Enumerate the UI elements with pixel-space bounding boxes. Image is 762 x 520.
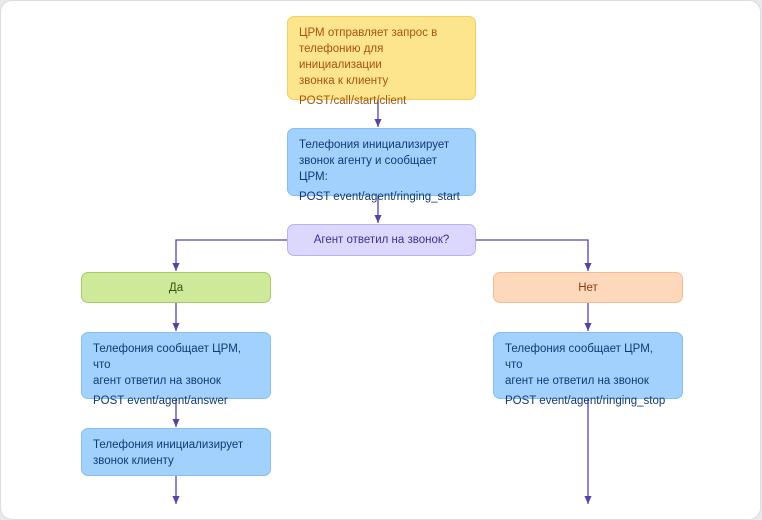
node-text-line: Телефония инициализирует xyxy=(93,439,244,451)
node-text-line: телефонию для инициализации xyxy=(299,43,384,71)
node-text-line: звонок агенту и сообщает ЦРМ: xyxy=(299,155,438,183)
node-endpoint: POST/call/start/client xyxy=(299,95,407,107)
arrow-decision-to-yes xyxy=(172,239,288,271)
node-decision-agent-answered[interactable]: Агент ответил на звонок? xyxy=(287,224,476,256)
decision-label: Агент ответил на звонок? xyxy=(313,234,450,246)
node-init-agent-call[interactable]: Телефония инициализирует звонок агенту и… xyxy=(287,128,476,203)
node-init-client-call[interactable]: Телефония инициализирует звонок клиенту xyxy=(81,428,271,476)
node-text-line: ЦРМ отправляет запрос в xyxy=(299,27,438,39)
node-text-line: Телефония сообщает ЦРМ, что xyxy=(505,343,653,371)
node-crm-request[interactable]: ЦРМ отправляет запрос в телефонию для ин… xyxy=(287,16,476,107)
node-text-line: Телефония инициализирует xyxy=(299,139,450,151)
node-text-line: звонок клиенту xyxy=(93,455,174,467)
node-no[interactable]: Нет xyxy=(493,272,683,303)
node-text-line: агент ответил на звонок xyxy=(93,375,221,387)
yes-label: Да xyxy=(168,281,184,294)
node-agent-answered[interactable]: Телефония сообщает ЦРМ, что агент ответи… xyxy=(81,332,271,407)
node-endpoint: POST event/agent/answer xyxy=(93,395,228,407)
node-yes[interactable]: Да xyxy=(81,272,271,303)
node-text-line: Телефония сообщает ЦРМ, что xyxy=(93,343,241,371)
arrow-decision-to-no xyxy=(476,239,592,271)
node-text-line: звонка к клиенту xyxy=(299,75,389,87)
node-endpoint: POST event/agent/ringing_stop xyxy=(505,395,666,407)
no-label: Нет xyxy=(578,281,598,294)
node-text-line: агент не ответил на звонок xyxy=(505,375,649,387)
node-agent-not-answered[interactable]: Телефония сообщает ЦРМ, что агент не отв… xyxy=(493,332,683,407)
node-endpoint: POST event/agent/ringing_start xyxy=(299,191,460,203)
